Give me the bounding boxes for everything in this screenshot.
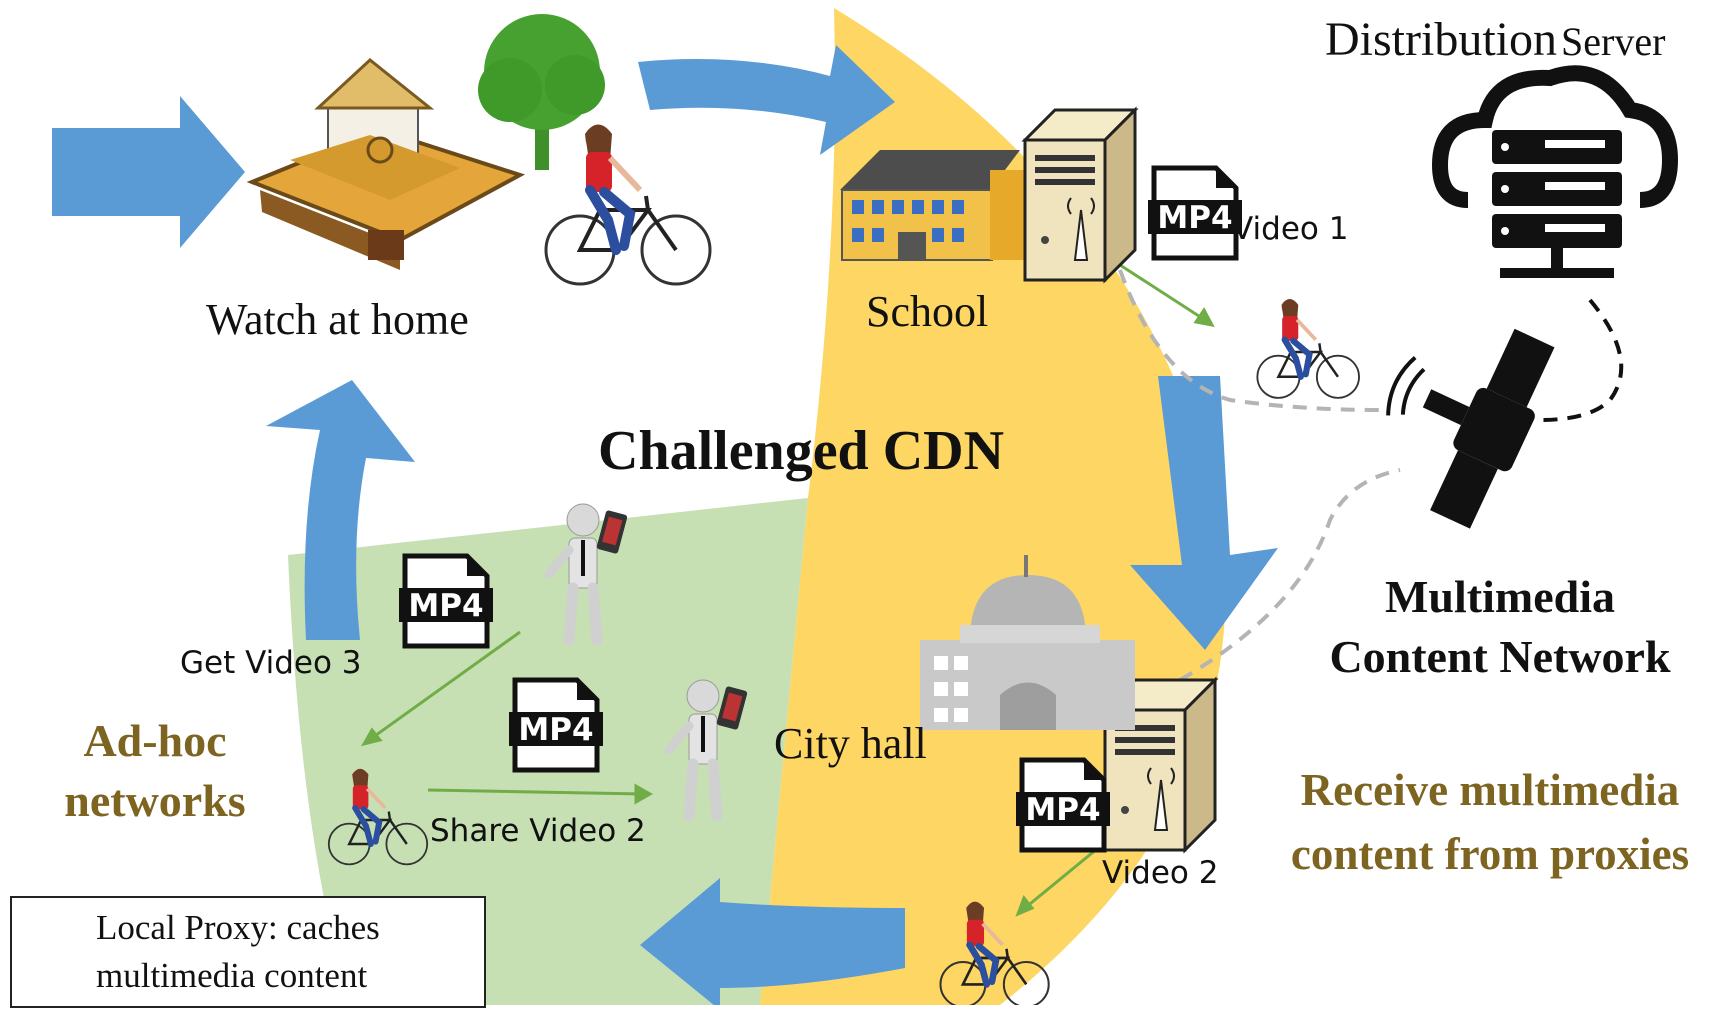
legend-box <box>10 896 486 1008</box>
adhoc-label-line1: Ad-hoc <box>83 715 227 766</box>
cyclist-icon-home <box>546 125 710 285</box>
arrow-home-to-school <box>638 45 895 155</box>
arrow-school-to-cityhall <box>1130 376 1278 650</box>
distribution-server-label-1: Distribution <box>1325 13 1558 66</box>
mp4-badge-school: MP4 <box>1157 200 1233 236</box>
network-label-line2: Content Network <box>1329 631 1671 682</box>
mp4-badge-share: MP4 <box>518 712 594 748</box>
satellite-icon <box>1386 328 1555 529</box>
home-label: Watch at home <box>206 295 469 344</box>
legend-line1: Local Proxy: caches <box>96 908 380 947</box>
dashed-link-school <box>1118 269 1381 412</box>
share-video-label: Share Video 2 <box>430 813 646 849</box>
transfer-arrows <box>360 263 1215 917</box>
distribution-server-title: Distribution Server <box>1325 16 1665 64</box>
network-label-line1: Multimedia <box>1385 571 1615 622</box>
school-building-icon <box>840 150 1030 261</box>
city-hall-label: City hall <box>774 719 927 768</box>
legend-line2: multimedia content <box>96 956 368 995</box>
cyclist-icon-school <box>1257 299 1359 398</box>
get-video-label: Get Video 3 <box>180 645 362 681</box>
entry-arrow <box>52 96 245 248</box>
arrow-adhoc-to-home <box>266 380 415 640</box>
city-hall-icon <box>920 555 1135 730</box>
dashed-link-cityhall <box>1178 468 1401 682</box>
mp4-badge-get: MP4 <box>408 588 484 624</box>
cloud-server-icon <box>1431 65 1679 278</box>
cycle-arrows <box>52 45 1278 1010</box>
receive-label-line2: content from proxies <box>1290 829 1690 879</box>
mp4-badge-cityhall: MP4 <box>1025 792 1101 828</box>
adhoc-label-line2: networks <box>64 775 246 826</box>
video1-label: Video 1 <box>1232 211 1349 247</box>
center-title: Challenged CDN <box>598 420 1005 482</box>
tree-icon <box>478 14 605 170</box>
proxy-server-icon-school <box>1023 108 1137 282</box>
school-label: School <box>866 287 989 336</box>
receive-label-line1: Receive multimedia <box>1300 765 1680 815</box>
farmhouse-icon <box>246 58 526 270</box>
dashed-link-server-satellite <box>1539 298 1624 422</box>
arrow-cityhall-to-adhoc <box>640 878 905 1010</box>
distribution-server-label-2: Server <box>1561 19 1666 64</box>
video2-label: Video 2 <box>1102 855 1219 891</box>
